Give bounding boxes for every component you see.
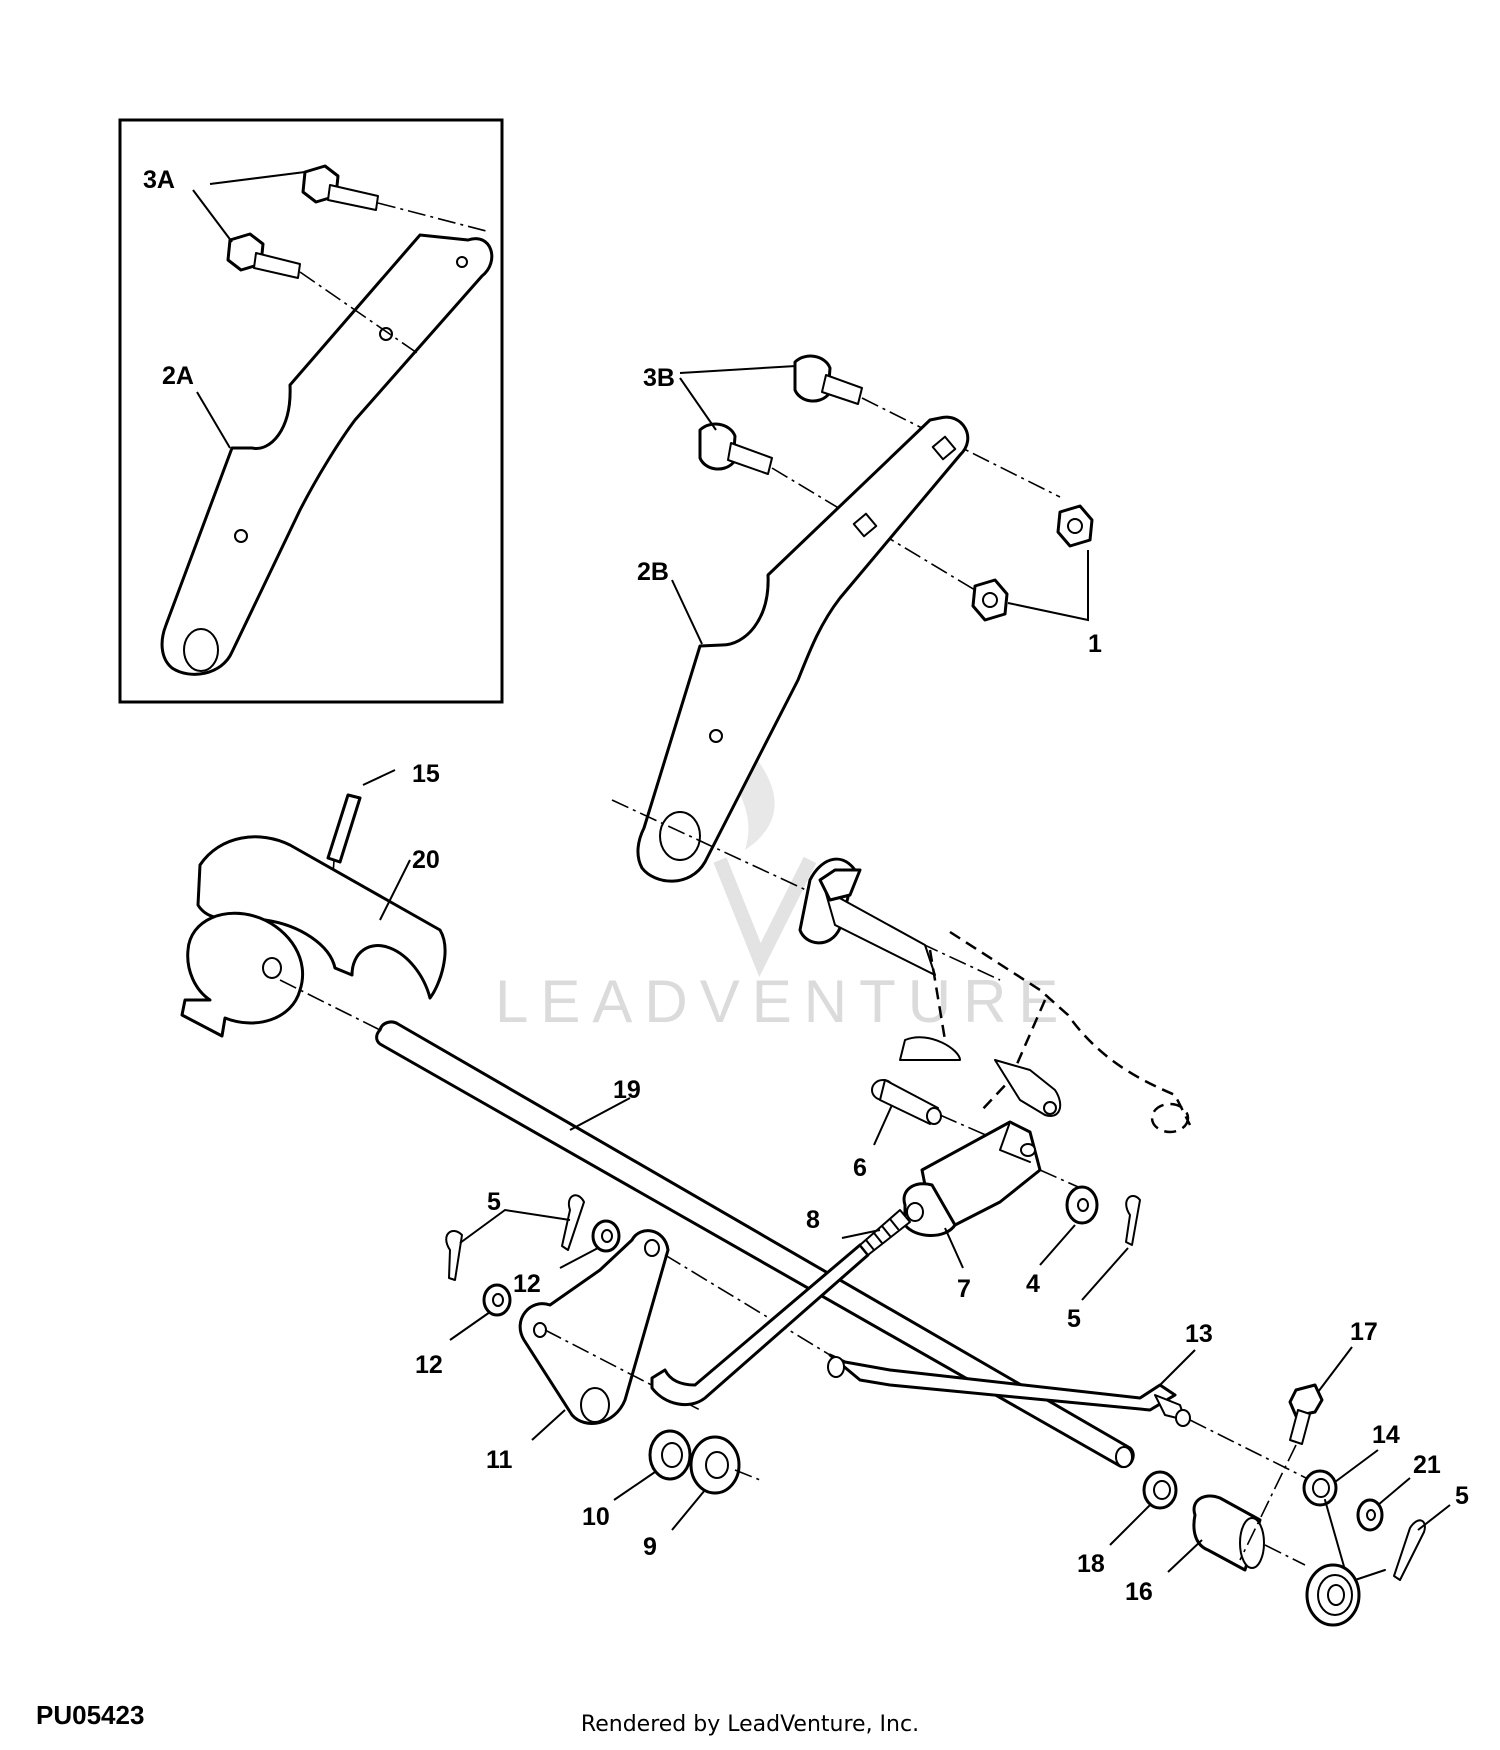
callout-18: 18 xyxy=(1077,1550,1105,1578)
washers-12 xyxy=(449,1219,621,1341)
bushing-16 xyxy=(1167,1494,1306,1573)
callout-13: 13 xyxy=(1185,1320,1213,1348)
callout-12-lower: 12 xyxy=(415,1351,443,1379)
callout-2B: 2B xyxy=(637,558,669,586)
bracket-2A xyxy=(160,233,494,676)
callout-15: 15 xyxy=(412,760,440,788)
inset-frame xyxy=(118,118,504,704)
callout-20: 20 xyxy=(412,846,440,874)
callout-1: 1 xyxy=(1088,630,1102,658)
spring-end-fitting xyxy=(818,868,862,902)
callout-3A: 3A xyxy=(143,166,175,194)
footer-credit: Rendered by LeadVenture, Inc. xyxy=(580,1712,920,1737)
spring-rod-8 xyxy=(650,1209,911,1407)
bolts-3A xyxy=(192,164,491,356)
watermark-text: LEADVENTURE xyxy=(495,968,1070,1035)
lift-arm-reference xyxy=(798,857,1192,1134)
washer-21 xyxy=(1356,1477,1411,1532)
bolt-17 xyxy=(1239,1346,1353,1561)
washer-10 xyxy=(613,1429,692,1501)
roll-pin-15 xyxy=(326,769,396,891)
cover-20 xyxy=(180,835,447,1038)
callout-6: 6 xyxy=(853,1154,867,1182)
callout-11: 11 xyxy=(486,1446,513,1474)
callout-5-left: 5 xyxy=(487,1188,501,1216)
callout-2A: 2A xyxy=(162,362,194,390)
callout-3B: 3B xyxy=(643,364,675,392)
callout-12-upper: 12 xyxy=(513,1270,541,1298)
pin-6 xyxy=(871,1079,1021,1151)
shaft-19 xyxy=(279,979,1135,1469)
callout-4: 4 xyxy=(1026,1270,1040,1298)
bellcrank-11 xyxy=(518,1229,831,1441)
callout-8: 8 xyxy=(806,1206,820,1234)
callout-10: 10 xyxy=(582,1503,610,1531)
callout-16: 16 xyxy=(1125,1578,1153,1606)
clevis-7 xyxy=(902,1120,1086,1269)
callout-17: 17 xyxy=(1350,1318,1378,1346)
bushing-18 xyxy=(1109,1470,1178,1546)
cotter-pin-5-left xyxy=(445,1194,585,1281)
callout-5-lower: 5 xyxy=(1455,1482,1469,1510)
callout-9: 9 xyxy=(643,1533,657,1561)
washer-4 xyxy=(1039,1185,1099,1266)
cotter-pin-5-lower xyxy=(1393,1504,1451,1581)
bolts-3B xyxy=(679,354,1061,591)
diagram-code: PU05423 xyxy=(36,1700,145,1730)
rod-13 xyxy=(827,1349,1311,1481)
spring-14 xyxy=(1302,1449,1386,1627)
callout-19: 19 xyxy=(613,1076,641,1104)
watermark-logo: LEADVENTURE xyxy=(495,740,1070,1035)
callout-7: 7 xyxy=(957,1275,971,1303)
washer-9 xyxy=(671,1435,761,1531)
callout-21: 21 xyxy=(1413,1451,1441,1479)
nuts-1 xyxy=(971,504,1094,622)
callout-5-right: 5 xyxy=(1067,1305,1081,1333)
cotter-pin-5-right xyxy=(1081,1195,1141,1301)
callout-14: 14 xyxy=(1372,1421,1400,1449)
bracket-2B xyxy=(611,415,1001,981)
